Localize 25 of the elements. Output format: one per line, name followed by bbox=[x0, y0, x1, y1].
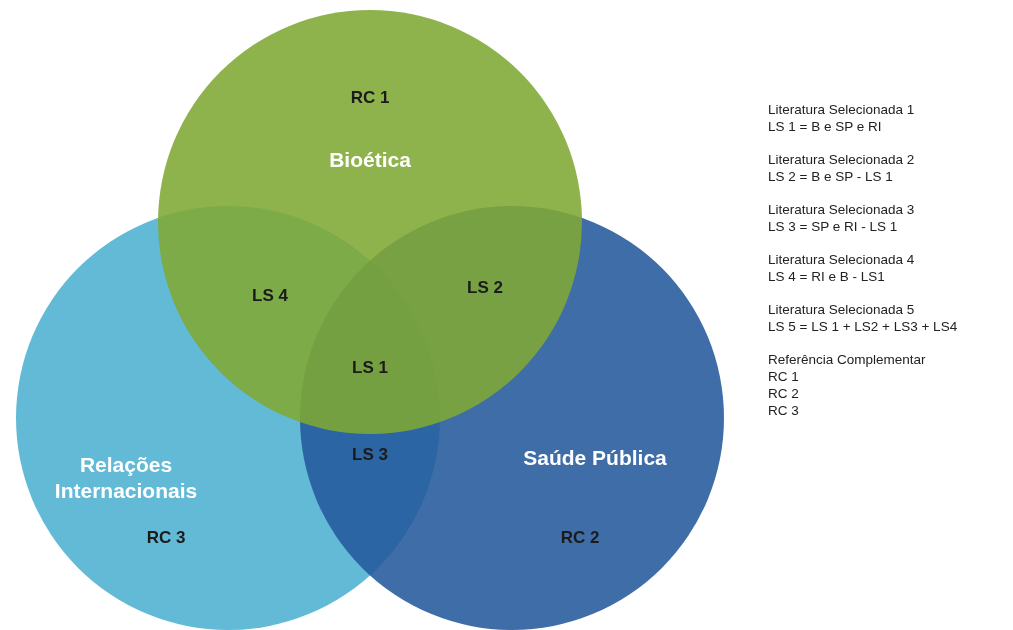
region-label: LS 2 bbox=[467, 278, 503, 298]
region-label: LS 3 bbox=[352, 445, 388, 465]
region-label: LS 1 bbox=[352, 358, 388, 378]
formula-text: LS 3 = SP e RI - LS 1 bbox=[768, 219, 898, 234]
formula-text: RC 2 bbox=[768, 386, 799, 401]
reference-label: RC 3 bbox=[146, 528, 186, 548]
list-heading: Literatura Selecionada 2 bbox=[768, 152, 915, 167]
formula-text: LS 4 = RI e B - LS1 bbox=[768, 269, 885, 284]
circle-title: Bioética bbox=[328, 146, 412, 173]
list-heading: Literatura Selecionada 5 bbox=[768, 302, 915, 317]
formula-text: LS 1 = B e SP e RI bbox=[768, 119, 882, 134]
reference-label: RC 2 bbox=[560, 528, 600, 548]
formula-text: RC 3 bbox=[768, 403, 799, 418]
circle-title: Relações Internacionais bbox=[53, 451, 199, 504]
list-heading: Literatura Selecionada 4 bbox=[768, 252, 915, 267]
list-heading: Literatura Selecionada 1 bbox=[768, 102, 915, 117]
reference-label: RC 1 bbox=[350, 88, 390, 108]
region-label: LS 4 bbox=[252, 286, 288, 306]
list-heading: Referência Complementar bbox=[768, 352, 926, 367]
circle-title: Saúde Pública bbox=[522, 444, 668, 471]
formula-text: LS 2 = B e SP - LS 1 bbox=[768, 169, 893, 184]
list-heading: Literatura Selecionada 3 bbox=[768, 202, 915, 217]
formula-text: RC 1 bbox=[768, 369, 799, 384]
bioethics-circle bbox=[158, 10, 582, 434]
formula-text: LS 5 = LS 1 + LS2 + LS3 + LS4 bbox=[768, 319, 958, 334]
